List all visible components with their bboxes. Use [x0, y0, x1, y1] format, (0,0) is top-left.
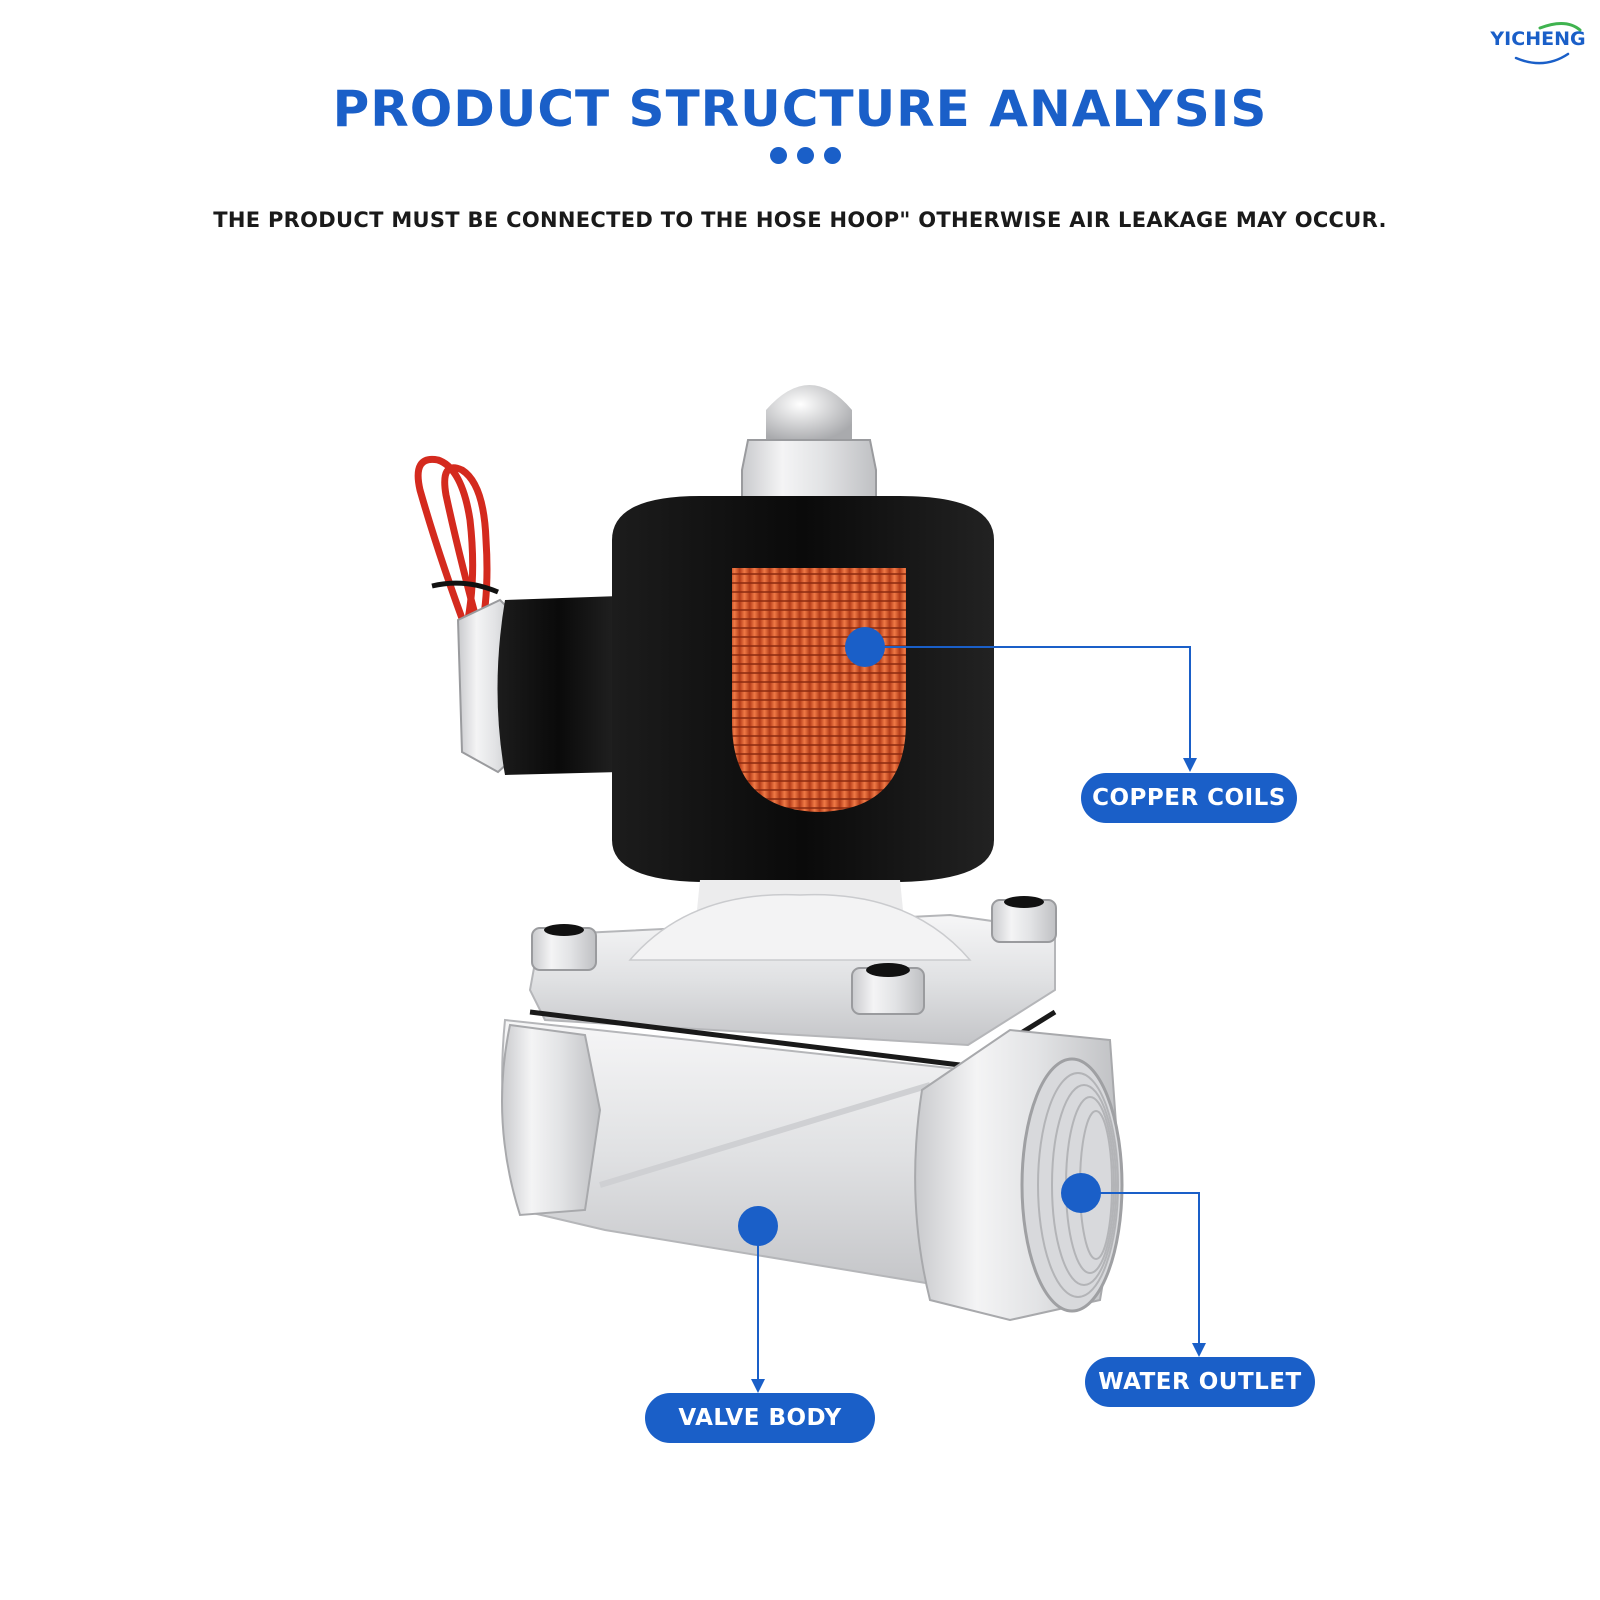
flange-screws — [531, 899, 1057, 1015]
decoration-dot — [824, 147, 841, 164]
label-water-outlet: WATER OUTLET — [1085, 1357, 1315, 1407]
decoration-dot — [797, 147, 814, 164]
title-decoration-dots — [770, 147, 850, 165]
label-copper-coils: COPPER COILS — [1081, 773, 1297, 823]
label-valve-body: VALVE BODY — [645, 1393, 875, 1443]
callout-water-outlet-leader — [1061, 1173, 1206, 1357]
page-subtitle: THE PRODUCT MUST BE CONNECTED TO THE HOS… — [213, 208, 1387, 232]
lead-wires — [414, 455, 491, 649]
brand-logo: YICHENG — [1488, 14, 1588, 66]
callout-copper-coils-leader — [845, 627, 1197, 772]
copper-coil-window — [732, 568, 906, 812]
logo-text: YICHENG — [1490, 28, 1586, 50]
decoration-dot — [770, 147, 787, 164]
page-title: PRODUCT STRUCTURE ANALYSIS — [332, 80, 1268, 138]
callout-valve-body-leader — [738, 1206, 778, 1393]
logo-swoosh-icon — [1514, 22, 1582, 65]
